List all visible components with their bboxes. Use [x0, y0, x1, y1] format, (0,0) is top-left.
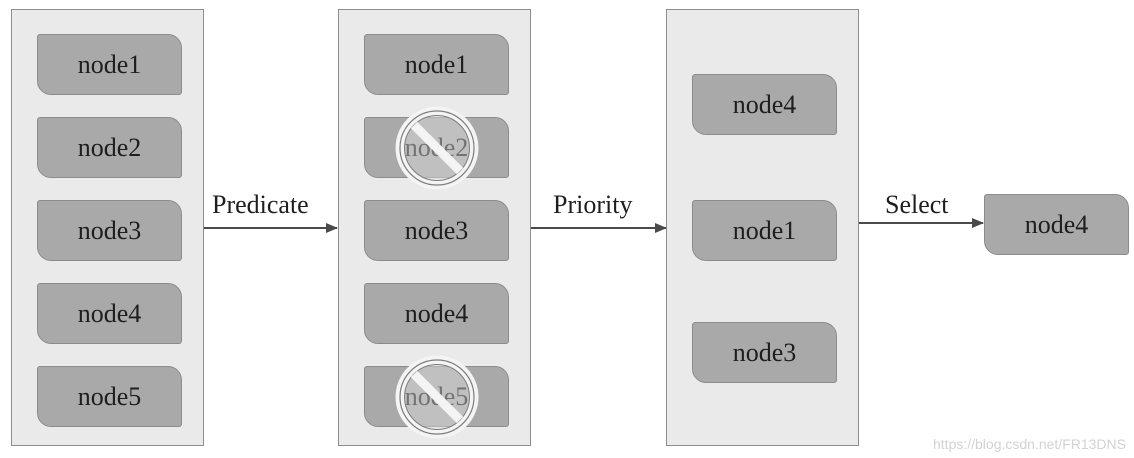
prohibited-icon — [395, 355, 479, 439]
node-card: node2 — [37, 117, 182, 178]
predicate-result-panel: node1 node2 node3 node4 node5 — [338, 9, 531, 446]
node-card: node1 — [364, 34, 509, 95]
node-label: node1 — [77, 49, 142, 79]
node-label: node4 — [732, 89, 797, 119]
predicate-step-label: Predicate — [212, 190, 309, 219]
node-label: node3 — [732, 337, 797, 367]
priority-result-panel: node4 node1 node3 — [666, 9, 859, 446]
node-card: node1 — [692, 200, 837, 261]
node-label: node2 — [77, 132, 142, 162]
select-step-label: Select — [885, 190, 949, 219]
selected-node-card: node4 — [984, 194, 1129, 255]
node-card: node3 — [37, 200, 182, 261]
node-label: node4 — [404, 298, 469, 328]
node-label: node1 — [732, 215, 797, 245]
node-label: node5 — [77, 381, 142, 411]
node-card: node3 — [364, 200, 509, 261]
watermark: https://blog.csdn.net/FR13DNS — [933, 436, 1126, 452]
node-card: node4 — [692, 74, 837, 135]
node-label: node4 — [1024, 209, 1089, 239]
node-card: node4 — [37, 283, 182, 344]
node-card: node5 — [37, 366, 182, 427]
all-nodes-panel: node1 node2 node3 node4 node5 — [11, 9, 204, 446]
priority-step-label: Priority — [553, 190, 633, 219]
node-label: node4 — [77, 298, 142, 328]
node-label: node1 — [404, 49, 469, 79]
node-card: node1 — [37, 34, 182, 95]
prohibited-icon — [395, 106, 479, 190]
node-card: node4 — [364, 283, 509, 344]
node-label: node3 — [77, 215, 142, 245]
node-card: node3 — [692, 322, 837, 383]
node-label: node3 — [404, 215, 469, 245]
